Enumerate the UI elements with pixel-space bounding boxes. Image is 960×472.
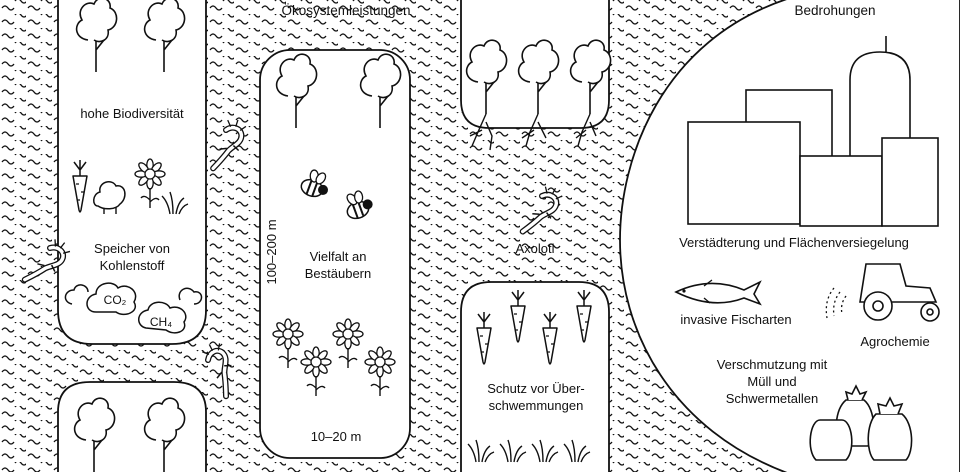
city-buildings-icon: [687, 36, 939, 227]
chinampa-island-flood: [460, 281, 610, 472]
ch4-label: CH₄: [150, 315, 172, 329]
fish-icon: [674, 279, 762, 306]
ch4-cloud-icon: CH₄: [138, 287, 203, 334]
label-flood-protection: Schutz vor Über-schwemmungen: [487, 381, 585, 413]
label-length-dimension: 10–20 m: [310, 429, 362, 444]
label-carbon-storage: Speicher von Kohlenstoff: [94, 241, 170, 273]
label-pollution: Verschmutzung mit Müll und Schwermetalle…: [716, 357, 828, 406]
label-axolotl: Axolotl: [515, 241, 555, 256]
label-biodiversity: hohe Biodiversität: [80, 106, 184, 121]
label-invasive-fish: invasive Fischarten: [680, 312, 792, 327]
tree-with-roots-icon: [569, 39, 612, 147]
tree-with-roots-icon: [465, 39, 508, 151]
width-dimension-label: 100–200 m: [264, 219, 279, 284]
shrub-icon: [93, 181, 126, 214]
tractor-icon: [825, 263, 940, 322]
tree-with-roots-icon: [517, 39, 560, 147]
label-urbanization: Verstädterung und Flächenversiegelung: [679, 235, 909, 250]
label-pollinators: Vielfalt an Bestäubern: [304, 249, 372, 281]
title-ecosystem-services: Ökosystemleistungen: [281, 3, 411, 18]
garbage-bags-icon: [809, 384, 913, 461]
title-threats: Bedrohungen: [794, 3, 876, 18]
label-agrochemistry: Agrochemie: [860, 334, 930, 349]
co2-cloud-icon: CO₂: [64, 282, 137, 316]
co2-label: CO₂: [104, 293, 127, 307]
chinampa-island-biodiversity: [57, 0, 207, 345]
